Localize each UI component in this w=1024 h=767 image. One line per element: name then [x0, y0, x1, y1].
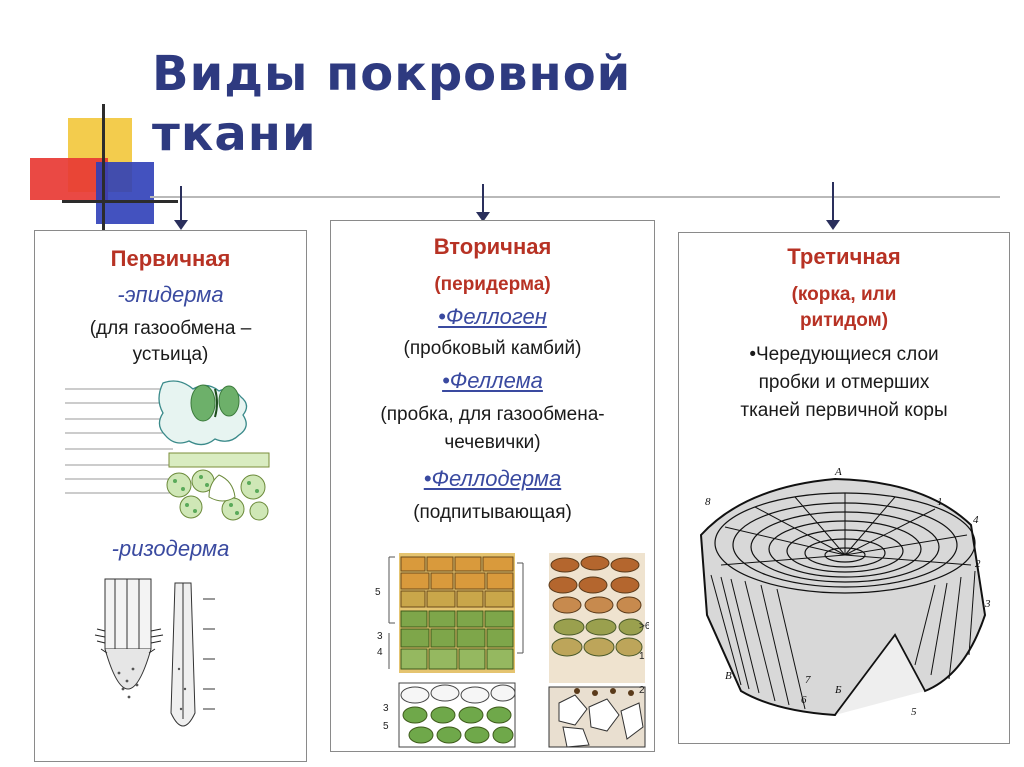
- fig-label-5a: 5: [375, 587, 381, 598]
- fig-label-7: 7: [805, 674, 811, 686]
- fig-label-4a: 4: [377, 647, 383, 658]
- fig-label-5b: 5: [383, 721, 389, 732]
- tertiary-sub-1: (корка, или: [679, 283, 1009, 307]
- fig-label-8: 8: [705, 496, 711, 508]
- fig-label-6t: 6: [801, 694, 807, 706]
- tertiary-desc-2: пробки и отмерших: [679, 371, 1009, 395]
- epidermis-note-2: устьица): [35, 343, 306, 367]
- page-title: Виды покровной ткани: [152, 44, 631, 164]
- fig-label-3b: 3: [383, 703, 389, 714]
- decor-line-vertical: [102, 104, 105, 230]
- fig-label-1t: 1: [937, 496, 943, 508]
- rhizodermis-label: -ризодерма: [35, 537, 306, 561]
- fig-label-3t: 3: [984, 598, 991, 610]
- fig-label-2t: 2: [975, 558, 981, 570]
- phelloderm-note: (подпитывающая): [331, 501, 654, 525]
- title-line-2: ткани: [152, 104, 631, 164]
- panel-secondary: Вторичная (перидерма) •Феллоген (пробков…: [330, 220, 655, 752]
- arrow-primary: [180, 186, 182, 222]
- epidermis-illustration: [63, 377, 275, 523]
- panel-tertiary: Третичная (корка, или ритидом) •Чередующ…: [678, 232, 1010, 744]
- phellem-note-2: чечевички): [331, 431, 654, 455]
- title-line-1: Виды покровной: [152, 44, 631, 104]
- arrow-tertiary: [832, 182, 834, 222]
- epidermis-note-1: (для газообмена –: [35, 317, 306, 341]
- decor-line-horizontal: [62, 200, 178, 203]
- arrow-secondary: [482, 184, 484, 214]
- secondary-heading: Вторичная: [331, 235, 654, 259]
- phellogen-note: (пробковый камбий): [331, 337, 654, 361]
- tertiary-desc-3: тканей первичной коры: [679, 399, 1009, 423]
- periderm-illustration: 5 3 4 3 5 >6 1 2: [363, 543, 649, 749]
- fig-label-1: 1: [639, 651, 645, 662]
- primary-heading: Первичная: [35, 247, 306, 271]
- fig-label-5t: 5: [911, 706, 917, 718]
- phellogen-label: •Феллоген: [331, 305, 654, 329]
- secondary-subheading: (перидерма): [331, 273, 654, 297]
- fig-label-6: >6: [639, 621, 649, 632]
- phelloderm-label: •Феллодерма: [331, 467, 654, 491]
- fig-label-3a: 3: [377, 631, 383, 642]
- fig-label-B: Б: [834, 684, 842, 696]
- tertiary-sub-2: ритидом): [679, 309, 1009, 333]
- fig-label-V: В: [725, 670, 732, 682]
- title-underline: [150, 196, 1000, 198]
- panel-primary: Первичная -эпидерма (для газообмена – ус…: [34, 230, 307, 762]
- root-illustration: [75, 569, 275, 749]
- fig-label-4: 4: [973, 514, 979, 526]
- phellem-note-1: (пробка, для газообмена-: [331, 403, 654, 427]
- tertiary-desc-1: •Чередующиеся слои: [679, 343, 1009, 367]
- phellem-label: •Феллема: [331, 369, 654, 393]
- bark-illustration: A 8 1 4 2 3 7 6 5 Б В: [685, 465, 1003, 737]
- fig-label-2: 2: [639, 685, 645, 696]
- fig-label-A: A: [834, 466, 842, 478]
- epidermis-label: -эпидерма: [35, 283, 306, 307]
- tertiary-heading: Третичная: [679, 245, 1009, 269]
